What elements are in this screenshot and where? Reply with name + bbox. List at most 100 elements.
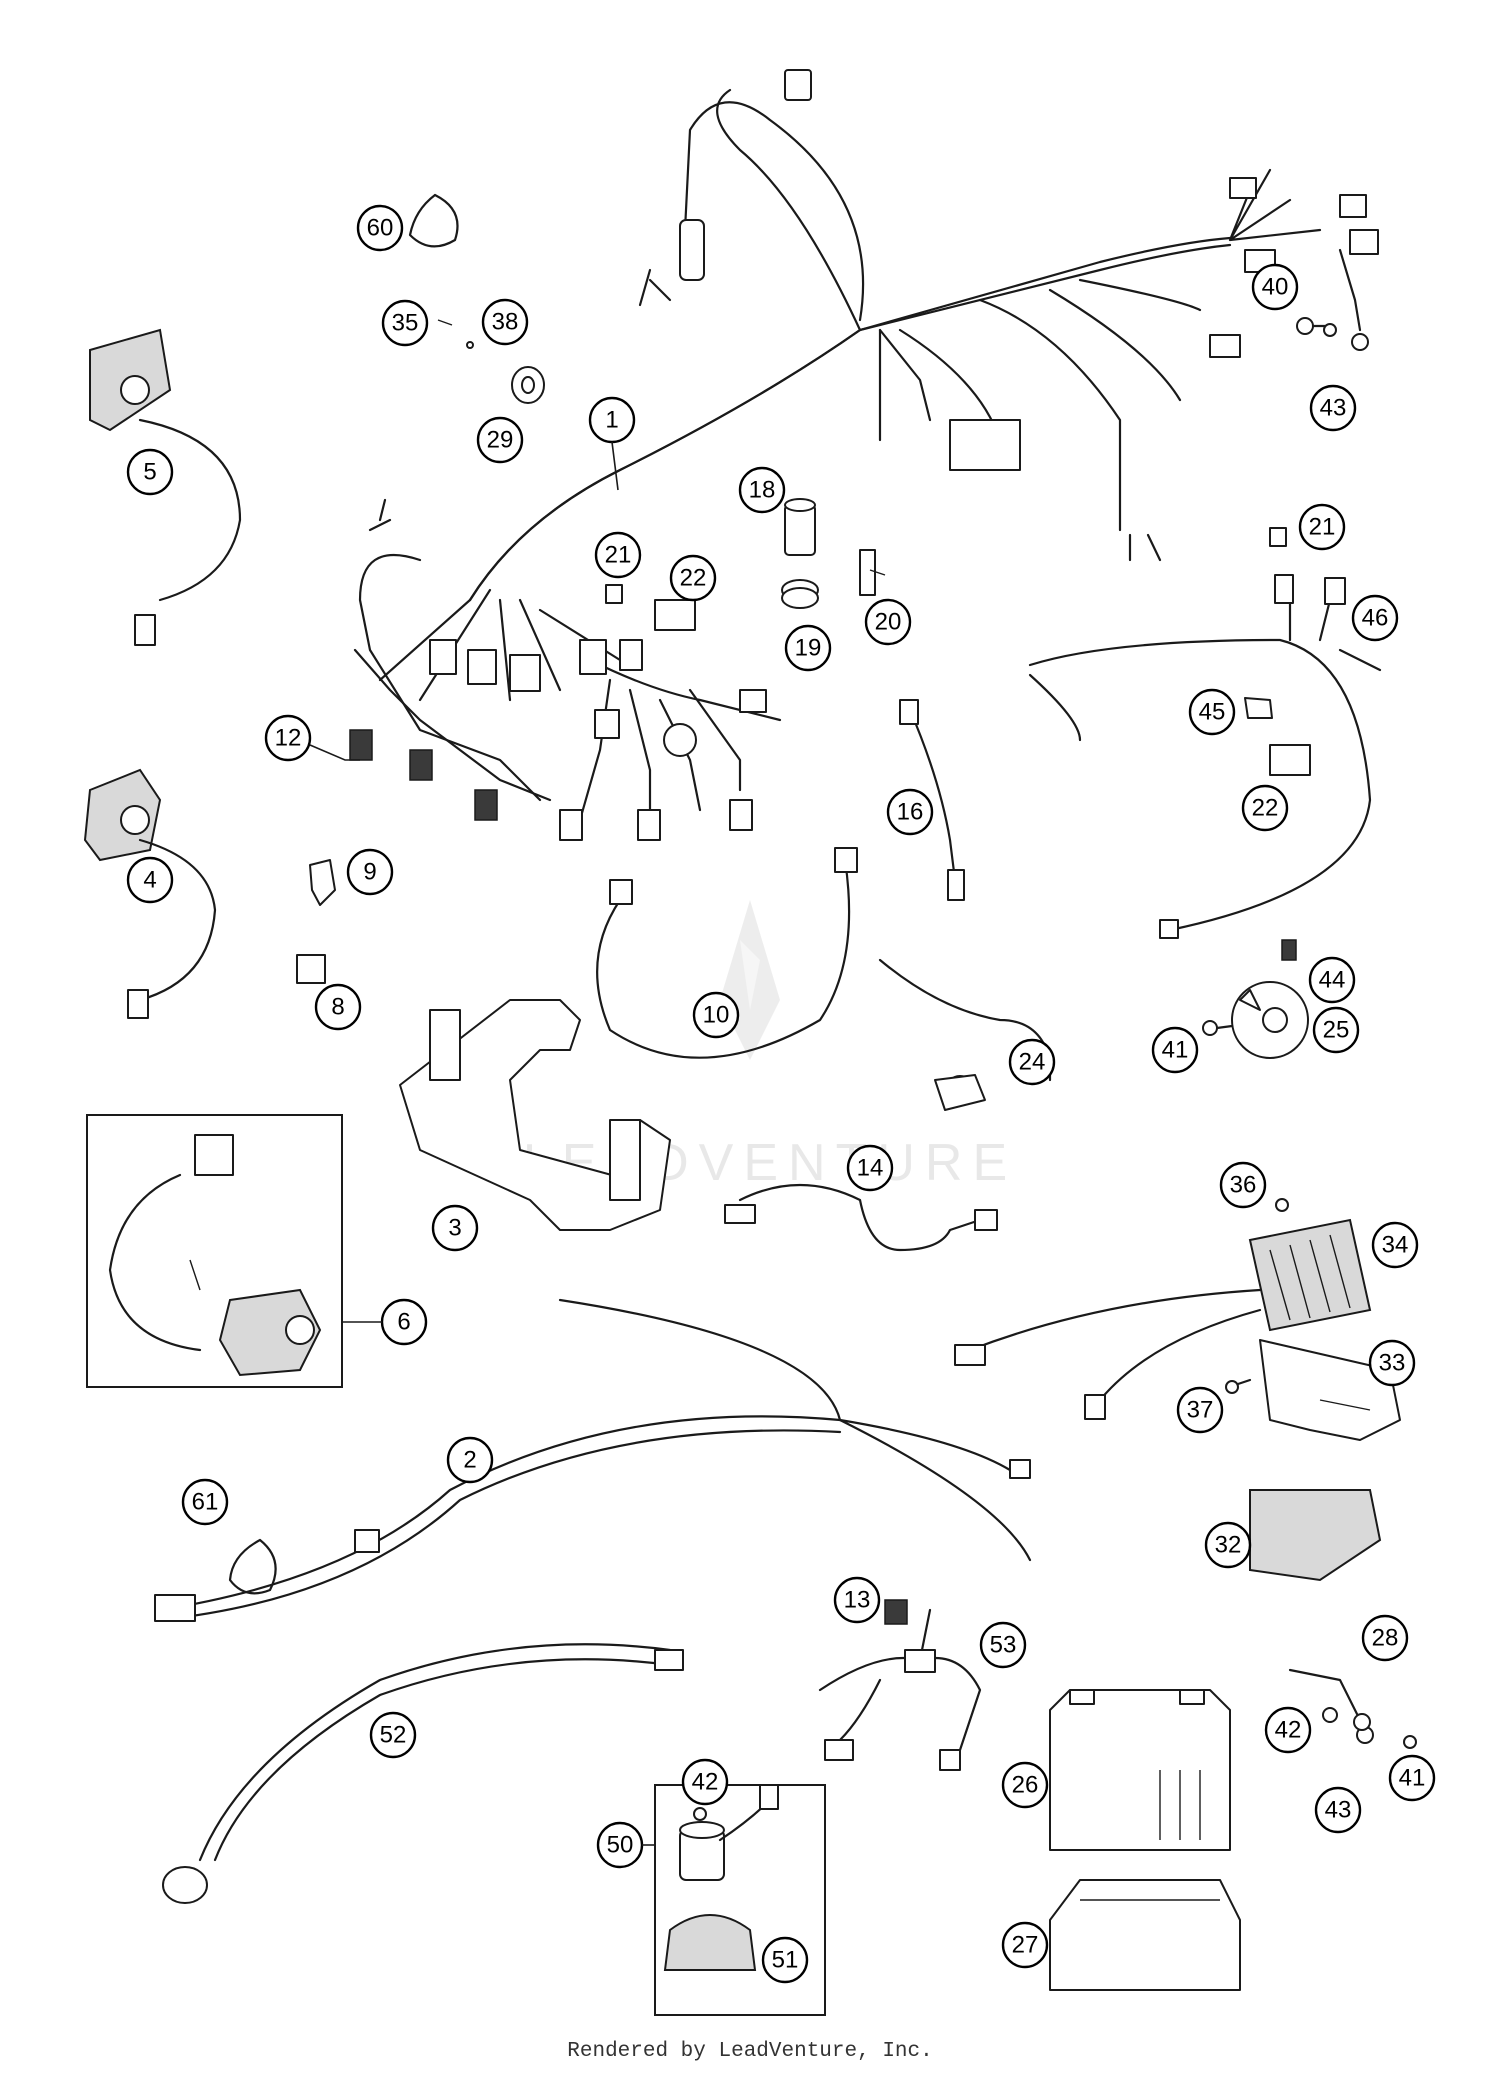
svg-text:19: 19 (795, 635, 822, 662)
callout-29: 29 (476, 416, 524, 464)
callout-5: 5 (126, 448, 174, 496)
callout-14: 14 (846, 1144, 894, 1192)
callout-61: 61 (181, 1478, 229, 1526)
svg-text:36: 36 (1230, 1172, 1257, 1199)
callout-34: 34 (1371, 1221, 1419, 1269)
callout-32: 32 (1204, 1521, 1252, 1569)
secondary-harness (154, 1298, 1032, 1622)
svg-text:25: 25 (1323, 1017, 1350, 1044)
svg-text:37: 37 (1187, 1397, 1214, 1424)
callout-20: 20 (864, 598, 912, 646)
callout-9: 9 (346, 848, 394, 896)
callout-43a: 43 (1309, 384, 1357, 432)
svg-text:10: 10 (703, 1002, 730, 1029)
svg-text:28: 28 (1372, 1625, 1399, 1652)
svg-text:52: 52 (380, 1722, 407, 1749)
bracket-20 (859, 549, 886, 596)
horn-25 (1231, 981, 1309, 1059)
cable-tie-60 (408, 193, 459, 248)
screw-35 (437, 319, 453, 326)
callout-8: 8 (314, 983, 362, 1031)
svg-text:61: 61 (192, 1489, 219, 1516)
svg-text:43: 43 (1320, 395, 1347, 422)
callout-21b: 21 (1298, 503, 1346, 551)
callout-22b: 22 (1241, 784, 1289, 832)
svg-text:38: 38 (492, 309, 519, 336)
svg-text:6: 6 (397, 1309, 410, 1336)
bracket-9 (309, 859, 336, 906)
callout-13: 13 (833, 1576, 881, 1624)
svg-text:13: 13 (844, 1587, 871, 1614)
callout-18: 18 (738, 466, 786, 514)
svg-text:44: 44 (1319, 967, 1346, 994)
connector-21a (605, 584, 623, 604)
callout-33: 33 (1368, 1339, 1416, 1387)
battery-26 (1049, 1689, 1231, 1851)
washer-38 (466, 341, 474, 349)
callout-35: 35 (381, 299, 429, 347)
callout-1: 1 (588, 396, 636, 491)
svg-text:26: 26 (1012, 1772, 1039, 1799)
sensor-16 (899, 699, 965, 901)
svg-text:43: 43 (1325, 1797, 1352, 1824)
svg-text:3: 3 (448, 1215, 461, 1242)
svg-text:46: 46 (1362, 605, 1389, 632)
connector-21b (1269, 527, 1287, 547)
nut-36 (1275, 1198, 1289, 1212)
callout-60: 60 (356, 204, 404, 252)
bolt-41a (1202, 1020, 1234, 1036)
svg-text:35: 35 (392, 310, 419, 337)
callout-26: 26 (1001, 1761, 1049, 1809)
callout-16: 16 (886, 788, 934, 836)
svg-text:32: 32 (1215, 1532, 1242, 1559)
callout-41a: 41 (1151, 1026, 1199, 1074)
sensor-24 (878, 958, 1052, 1111)
relay-22a (654, 599, 696, 631)
svg-text:8: 8 (331, 994, 344, 1021)
callout-43b: 43 (1314, 1786, 1362, 1834)
bolt-40 (1296, 317, 1327, 335)
callout-12: 12 (264, 714, 312, 762)
svg-text:4: 4 (143, 867, 156, 894)
cable-10 (596, 847, 858, 1059)
callout-44: 44 (1308, 956, 1356, 1004)
svg-text:41: 41 (1162, 1037, 1189, 1064)
svg-text:12: 12 (275, 725, 302, 752)
callout-37: 37 (1176, 1386, 1224, 1434)
cable-tie-61 (228, 1538, 277, 1595)
svg-text:5: 5 (143, 459, 156, 486)
svg-text:50: 50 (607, 1832, 634, 1859)
callout-41b: 41 (1388, 1754, 1436, 1802)
pad-32 (1249, 1489, 1382, 1582)
callout-51: 51 (761, 1936, 809, 1984)
svg-text:22: 22 (680, 565, 707, 592)
washer-43b (1353, 1713, 1371, 1731)
clamp-19 (781, 579, 819, 609)
switch-assembly-5 (89, 328, 242, 646)
washer-43a (1323, 323, 1337, 337)
callout-10: 10 (692, 991, 740, 1039)
battery-cable-52 (162, 1643, 684, 1904)
sensor-14 (724, 1183, 998, 1252)
callout-42a: 42 (1264, 1706, 1312, 1754)
svg-text:14: 14 (857, 1155, 884, 1182)
svg-text:40: 40 (1262, 274, 1289, 301)
footer-credit: Rendered by LeadVenture, Inc. (567, 2040, 933, 2063)
solenoid-box (654, 1784, 826, 2016)
svg-text:29: 29 (487, 427, 514, 454)
callout-50: 50 (596, 1821, 655, 1869)
callout-36: 36 (1219, 1161, 1267, 1209)
svg-text:21: 21 (605, 542, 632, 569)
svg-text:41: 41 (1399, 1765, 1426, 1792)
bracket-44 (1281, 939, 1297, 961)
callout-3: 3 (431, 1204, 479, 1252)
callout-19: 19 (784, 624, 832, 672)
solenoid-50 (679, 1784, 779, 1881)
ground-cable-28 (1288, 1668, 1374, 1744)
fuses-12 (309, 729, 498, 821)
callout-24: 24 (1008, 1038, 1056, 1086)
callout-45: 45 (1188, 688, 1236, 736)
svg-text:45: 45 (1199, 699, 1226, 726)
relay-harness-53 (818, 1608, 982, 1771)
